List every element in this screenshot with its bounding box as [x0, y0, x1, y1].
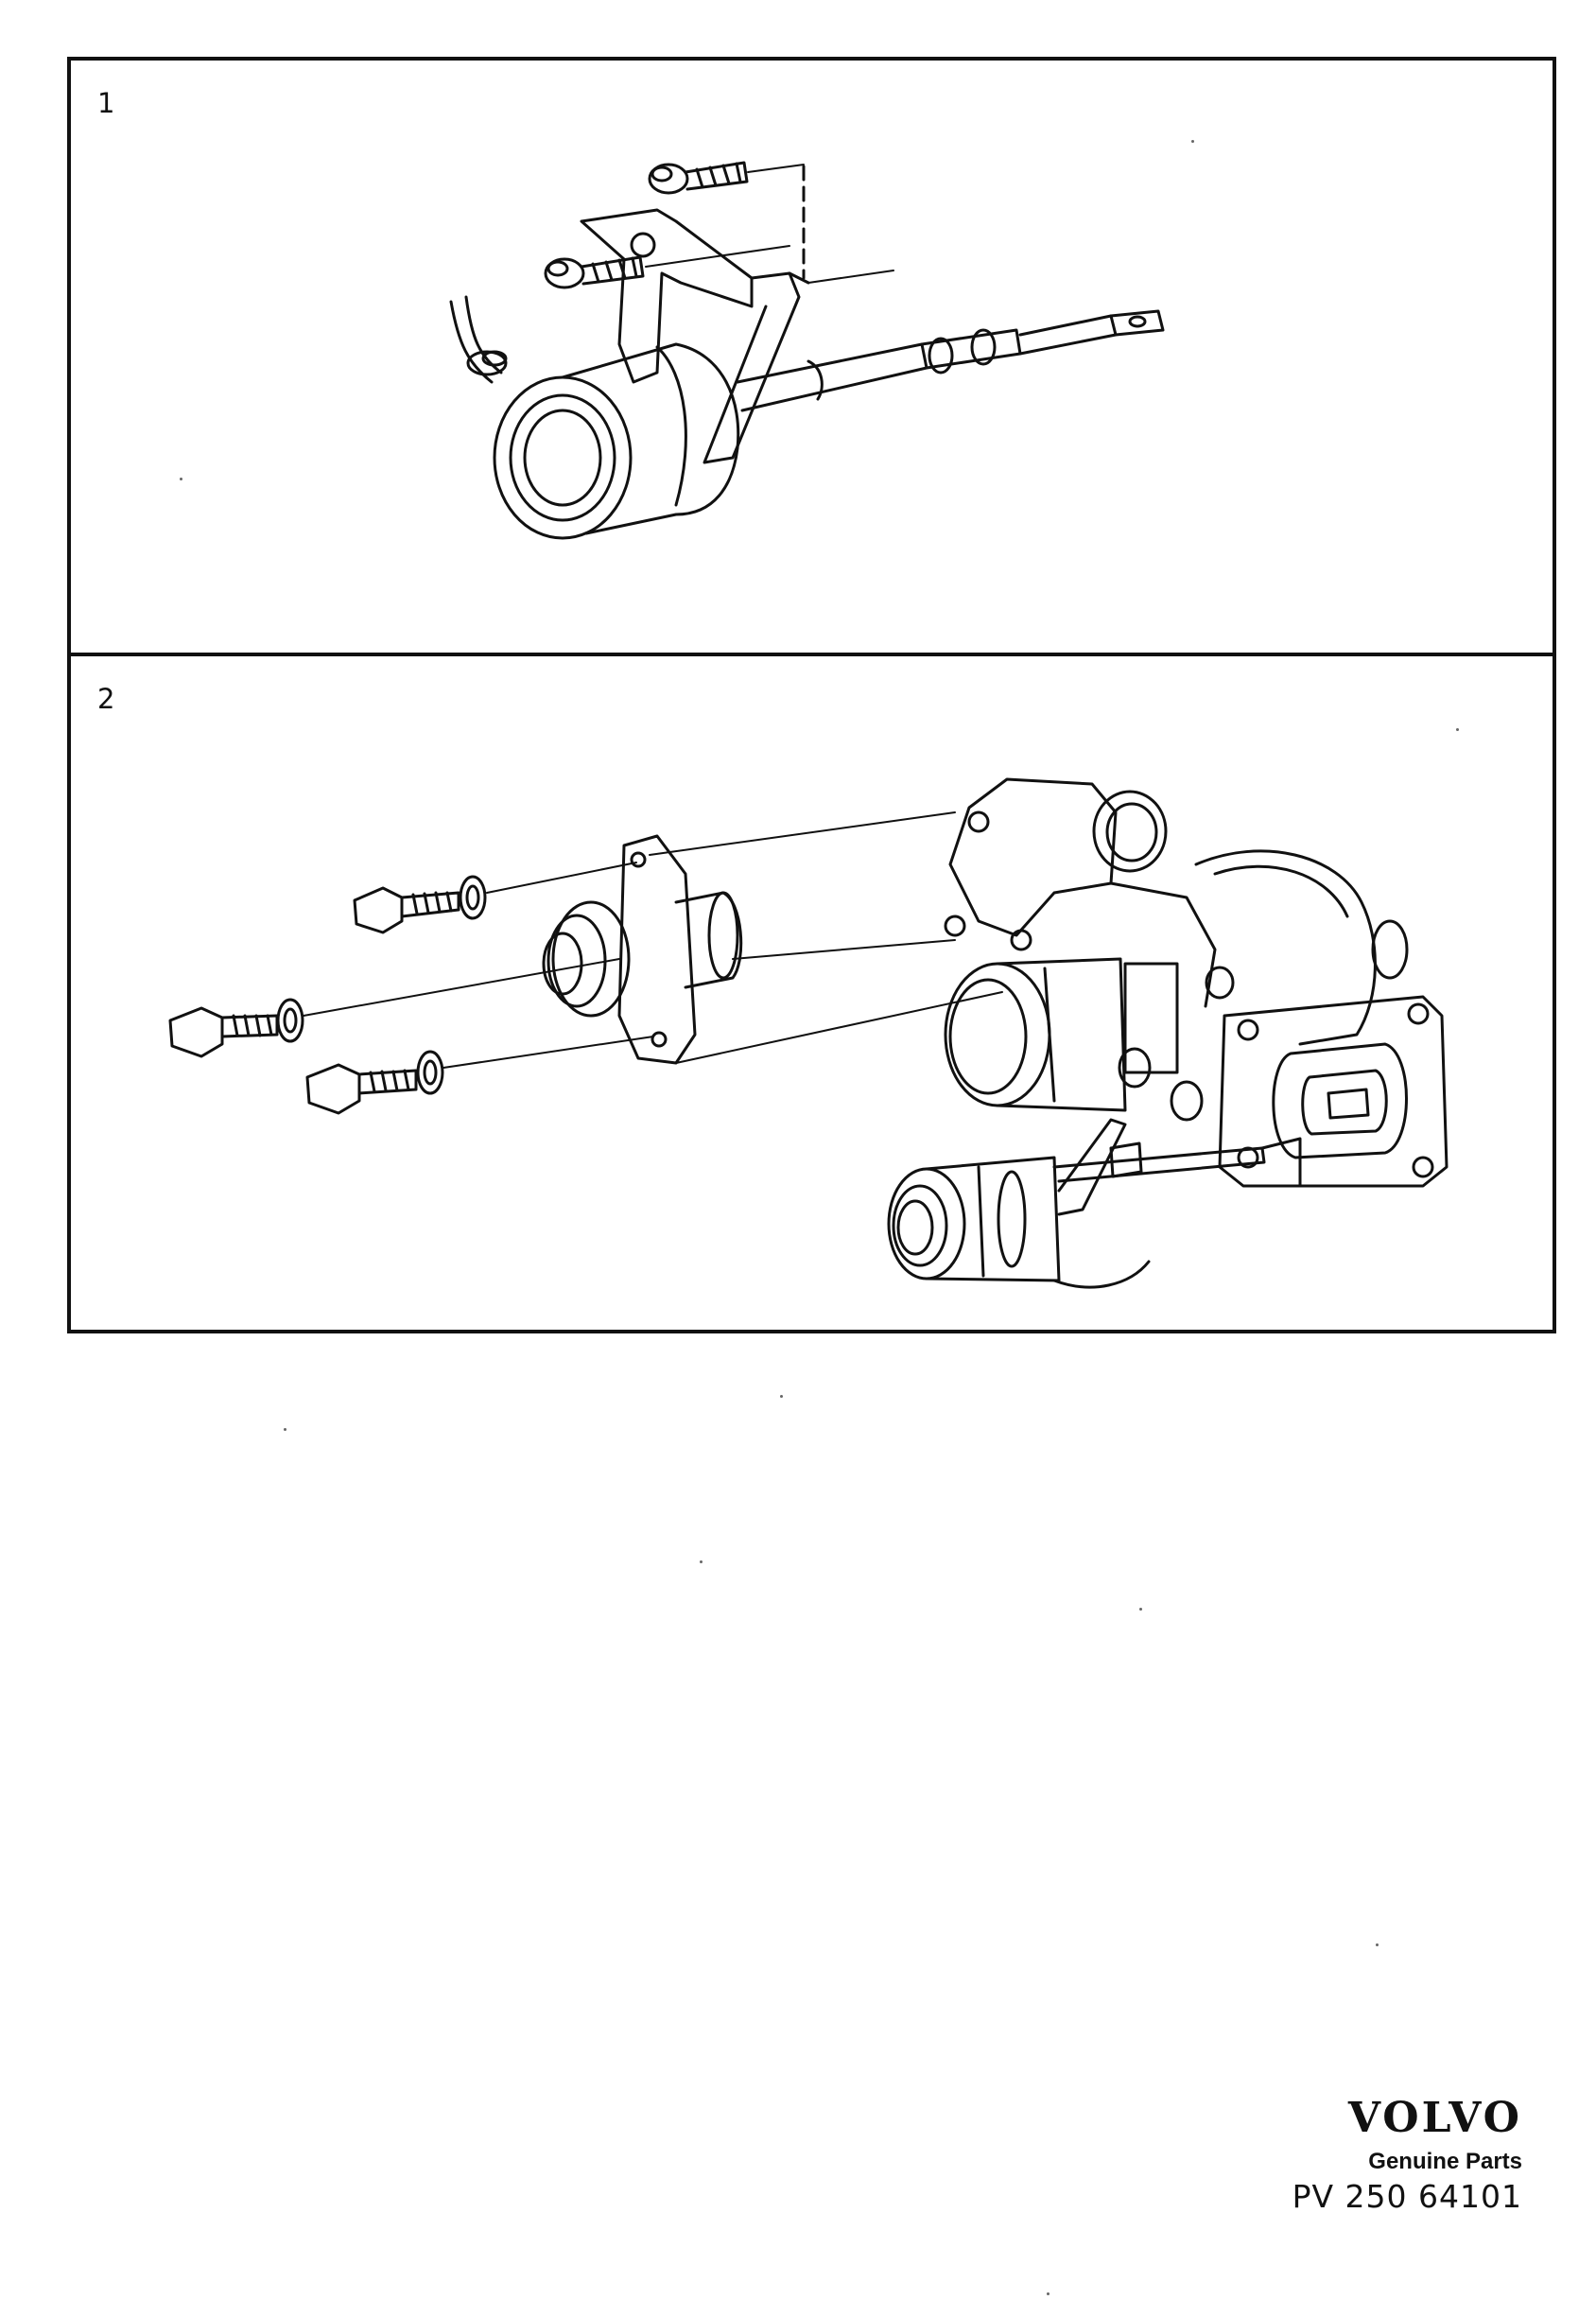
catalog-code: PV 250 64101: [1292, 2178, 1522, 2215]
bolt-left: [168, 998, 304, 1058]
panel-2-label: 2: [97, 683, 115, 715]
panel-1: 1: [71, 61, 1553, 656]
scan-speck: [1191, 140, 1194, 143]
actuator-canister: [493, 375, 633, 540]
brand-subtitle: Genuine Parts: [1368, 2149, 1522, 2174]
scan-speck: [780, 1395, 783, 1398]
bolt-upper: [648, 161, 749, 195]
scan-speck: [1047, 2292, 1050, 2295]
bolt-lower-middle: [305, 1050, 444, 1115]
diagram-frame: 1: [67, 57, 1556, 1333]
scan-speck: [284, 1428, 286, 1431]
bolt-lower: [544, 255, 645, 289]
actuator-rod: [736, 342, 928, 412]
scan-speck: [1139, 1608, 1142, 1611]
scan-speck: [1376, 1943, 1379, 1946]
panel-2: 2: [71, 656, 1553, 1330]
turbocharger-illustration: [168, 777, 1449, 1289]
actuator-illustration: [449, 161, 1165, 540]
brand-block: VOLVO Genuine Parts PV 250 64101: [1292, 2094, 1522, 2215]
bolt-upper-left: [353, 875, 487, 934]
mounting-bracket: [580, 208, 754, 384]
wastegate-valve: [542, 834, 743, 1065]
hose-clamp: [466, 350, 508, 376]
hose-line: [449, 300, 494, 384]
scan-speck: [700, 1560, 703, 1563]
scan-speck: [1456, 728, 1459, 731]
turbo-housing: [887, 777, 1449, 1289]
scan-speck: [180, 478, 182, 480]
panel-1-label: 1: [97, 87, 115, 119]
volvo-logo: VOLVO: [1347, 2094, 1522, 2142]
